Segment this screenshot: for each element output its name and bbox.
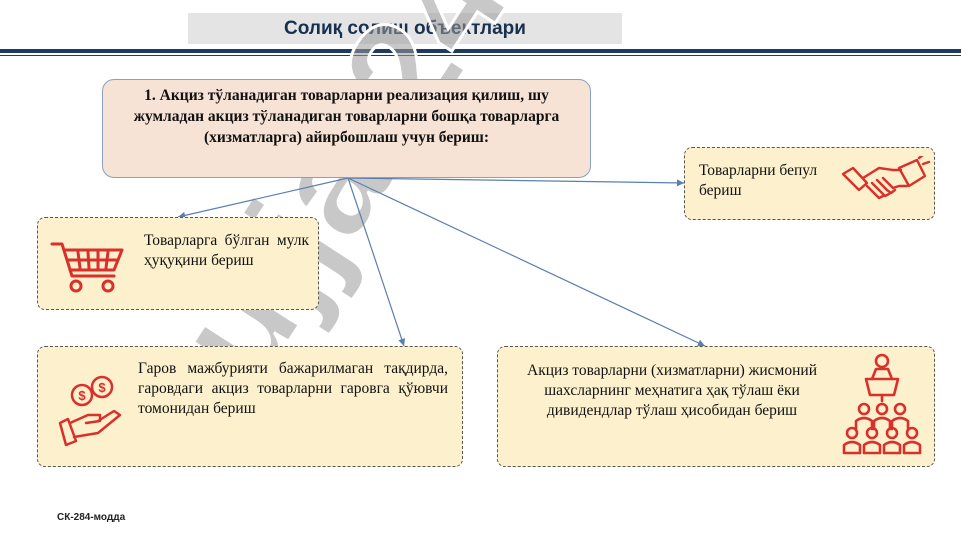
ownership-transfer-box: Товарларга бўлган мулк ҳуқуқини бериш bbox=[37, 217, 319, 310]
coins-hand-icon: $ $ bbox=[58, 375, 122, 447]
arrow-to-pledge bbox=[347, 177, 406, 347]
svg-text:$: $ bbox=[78, 388, 86, 403]
arrow-to-ownership bbox=[177, 177, 349, 219]
header-rule-thin bbox=[0, 55, 961, 56]
pledge-transfer-box: Гаров мажбурияти бажарилмаган тақдирда, … bbox=[37, 346, 463, 467]
arrow-to-free-transfer bbox=[347, 177, 685, 187]
arrow-to-payment bbox=[347, 177, 706, 347]
main-condition-text: 1. Акциз тўланадиган товарларни реализац… bbox=[133, 87, 560, 146]
pledge-transfer-text: Гаров мажбурияти бажарилмаган тақдирда, … bbox=[138, 360, 448, 417]
free-transfer-text: Товарларни бепул бериш bbox=[699, 162, 818, 199]
main-condition-box: 1. Акциз тўланадиган товарларни реализац… bbox=[102, 79, 591, 178]
handshake-icon bbox=[841, 156, 931, 200]
payment-transfer-text: Акциз товарларни (хизматларни) жисмоний … bbox=[527, 362, 817, 419]
svg-text:$: $ bbox=[98, 380, 106, 395]
speaker-audience-icon bbox=[842, 353, 922, 455]
ownership-transfer-text: Товарларга бўлган мулк ҳуқуқини бериш bbox=[144, 232, 309, 269]
footer-article-ref: СК-284-модда bbox=[57, 512, 126, 523]
shopping-cart-icon bbox=[50, 242, 124, 293]
page-title: Солиқ солиш объектлари bbox=[188, 13, 622, 44]
header-rule-thick bbox=[0, 49, 961, 53]
payment-transfer-box: Акциз товарларни (хизматларни) жисмоний … bbox=[497, 346, 935, 467]
free-transfer-box: Товарларни бепул бериш bbox=[684, 147, 935, 220]
